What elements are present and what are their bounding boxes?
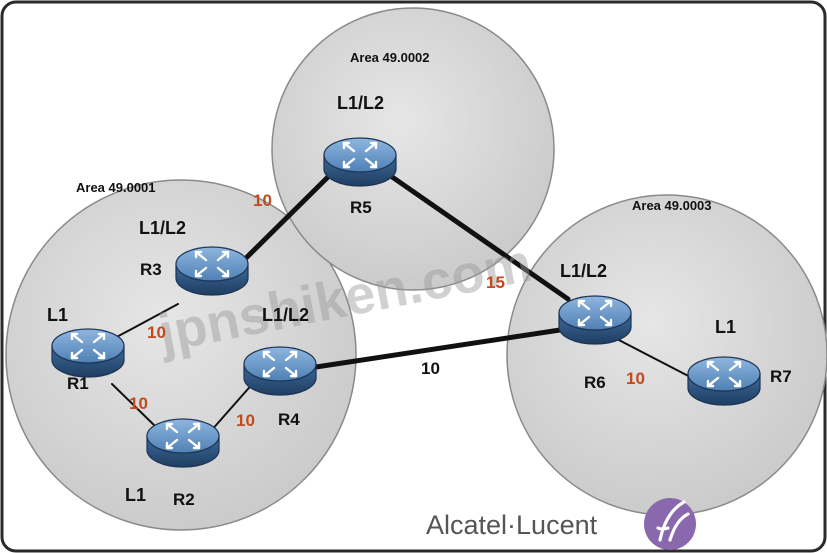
link-r4-r6 — [313, 327, 563, 370]
metric-r4-r6: 10 — [421, 359, 440, 378]
metric-r5-r6: 15 — [486, 273, 505, 292]
level-label-r2: L1 — [125, 485, 146, 505]
metric-r1-r3: 10 — [147, 323, 166, 342]
level-label-r6: L1/L2 — [560, 261, 607, 281]
area-label-49-0001: Area 49.0001 — [76, 180, 156, 195]
metric-r6-r7: 10 — [626, 369, 645, 388]
link-r2-r4 — [209, 380, 256, 433]
area-49-0003-circle — [506, 194, 827, 516]
metric-r3-r5: 10 — [253, 191, 272, 210]
link-r3-r5 — [239, 169, 336, 265]
router-name-r3: R3 — [140, 260, 162, 279]
router-name-r1: R1 — [67, 374, 89, 393]
router-name-r2: R2 — [173, 490, 195, 509]
alcatel-lucent-logo-icon — [644, 498, 696, 550]
level-label-r4: L1/L2 — [262, 305, 309, 325]
router-name-r6: R6 — [584, 373, 606, 392]
router-r6-icon[interactable] — [557, 294, 633, 346]
router-name-r7: R7 — [770, 367, 792, 386]
router-r1-icon[interactable] — [50, 327, 126, 379]
link-r6-r7 — [614, 337, 701, 383]
router-r2-icon[interactable] — [145, 417, 221, 469]
area-label-49-0002: Area 49.0002 — [350, 50, 430, 65]
router-r5-icon[interactable] — [322, 136, 398, 188]
router-r4-icon[interactable] — [242, 345, 318, 397]
router-name-r4: R4 — [278, 410, 300, 429]
metric-r2-r4: 10 — [236, 411, 255, 430]
router-r7-icon[interactable] — [686, 355, 762, 407]
level-label-r7: L1 — [715, 317, 736, 337]
router-r3-icon[interactable] — [174, 245, 250, 297]
level-label-r1: L1 — [47, 305, 68, 325]
area-label-49-0003: Area 49.0003 — [632, 198, 712, 213]
area-49-0001-circle — [5, 179, 357, 531]
brand-name: Alcatel·Lucent — [426, 510, 598, 540]
level-label-r3: L1/L2 — [139, 218, 186, 238]
link-r1-r2 — [111, 383, 155, 426]
router-name-r5: R5 — [350, 198, 372, 217]
metric-r1-r2: 10 — [129, 394, 148, 413]
link-r5-r6 — [382, 169, 571, 302]
level-label-r5: L1/L2 — [337, 93, 384, 113]
area-49-0002-circle — [271, 7, 555, 291]
